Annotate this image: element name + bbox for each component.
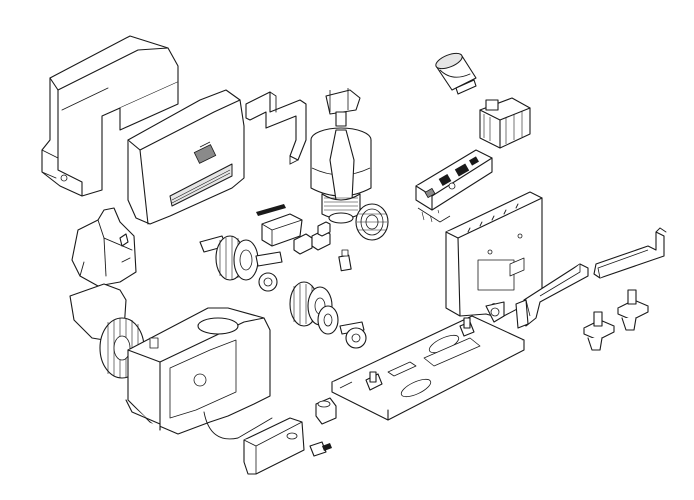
limit-bracket-left: [515, 263, 589, 329]
small-fuse: [338, 249, 352, 272]
board-bracket: [445, 191, 543, 323]
gearbox-housing: [125, 307, 273, 440]
base-plate: [331, 315, 525, 421]
screw-set: [583, 289, 649, 351]
gear-assembly: [289, 281, 367, 349]
spring-cap: [71, 207, 137, 287]
release-cover: [243, 417, 305, 475]
terminal-block: [256, 204, 331, 255]
cover-bracket: [245, 91, 307, 165]
bearing-disc: [355, 203, 389, 241]
anchor-bolts: [119, 233, 131, 263]
limit-bracket-right: [593, 227, 667, 279]
capacitor: [435, 52, 477, 95]
control-board: [415, 149, 493, 223]
front-cover: [127, 89, 245, 225]
transformer: [479, 97, 531, 149]
release-key: [309, 441, 332, 457]
worm-shaft-assembly: [199, 235, 283, 292]
release-lock: [315, 397, 337, 425]
motor: [310, 88, 372, 224]
motor-cover: [41, 35, 179, 197]
